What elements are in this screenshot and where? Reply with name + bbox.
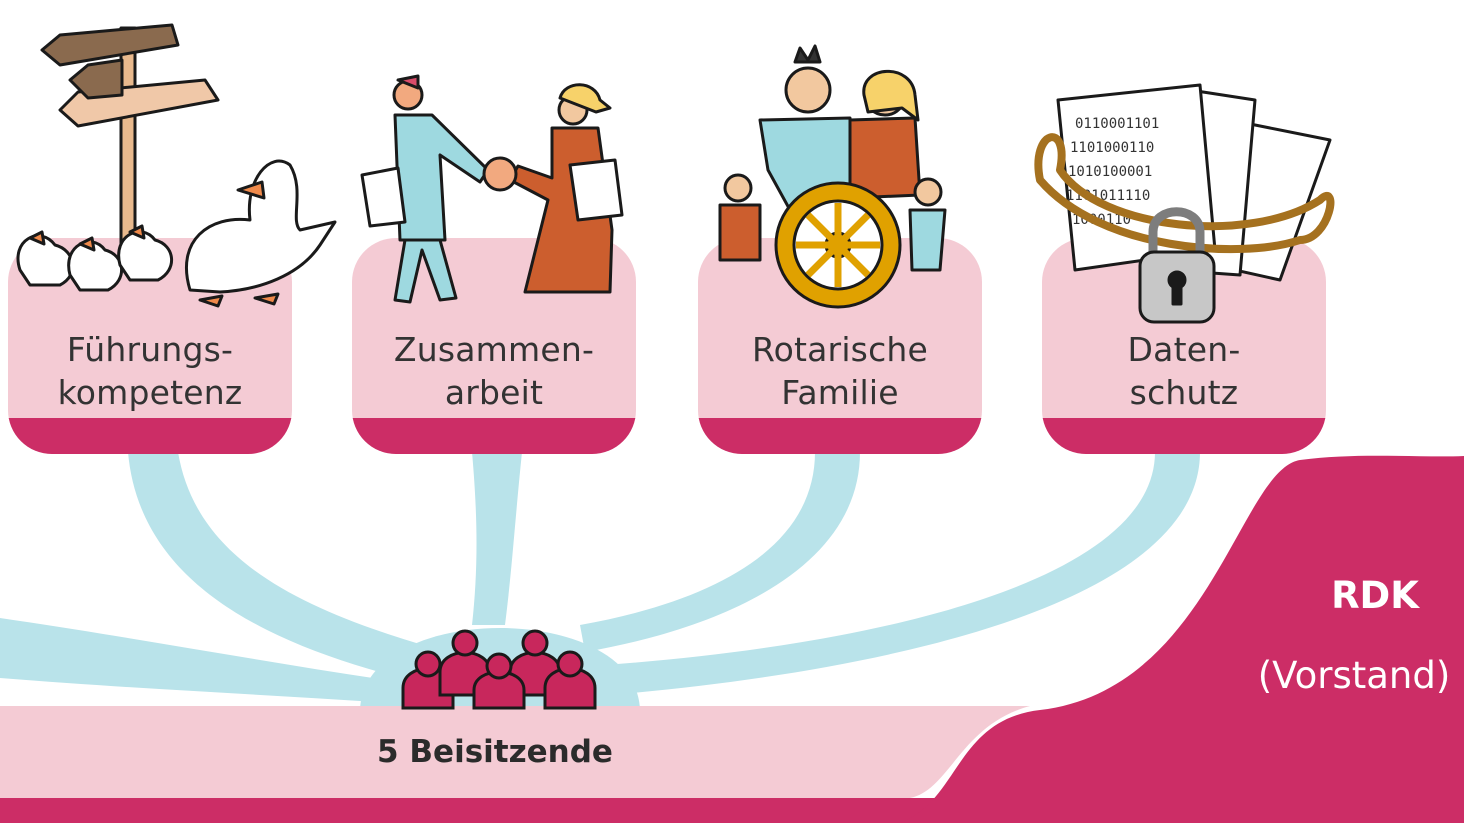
topic-card-band bbox=[352, 418, 636, 454]
topic-label: Führungs- kompetenz bbox=[57, 330, 243, 412]
members-bar bbox=[0, 706, 1030, 798]
svg-text:1010100001: 1010100001 bbox=[1068, 164, 1152, 180]
board-wave bbox=[900, 455, 1464, 823]
connector-lines bbox=[0, 452, 1200, 712]
topic-card-band bbox=[698, 418, 982, 454]
board-title: RDK bbox=[1331, 574, 1419, 617]
person-icon bbox=[543, 650, 597, 710]
members-icon bbox=[401, 629, 597, 710]
locked-data-icon: 0110001101 1101000110 1010100001 1101011… bbox=[1034, 83, 1335, 324]
person-icon bbox=[472, 652, 526, 710]
connector-left-edge bbox=[0, 618, 420, 705]
handshake-icon bbox=[360, 74, 624, 304]
topic-label: Daten- schutz bbox=[1127, 330, 1241, 412]
svg-text:1101000110: 1101000110 bbox=[1070, 140, 1154, 156]
family-rotary-wheel-icon bbox=[718, 44, 947, 309]
signpost-ducks-icon bbox=[16, 23, 337, 308]
topic-label: Zusammen- arbeit bbox=[393, 330, 595, 412]
connector-card-2 bbox=[472, 452, 522, 625]
connector-card-3 bbox=[580, 452, 860, 652]
board-subtitle: (Vorstand) bbox=[1257, 654, 1451, 697]
topic-label: Rotarische Familie bbox=[751, 330, 929, 412]
members-label: 5 Beisitzende bbox=[377, 734, 613, 770]
topic-card-band bbox=[1042, 418, 1326, 454]
connector-card-4 bbox=[605, 452, 1200, 695]
svg-text:0110001101: 0110001101 bbox=[1075, 116, 1159, 132]
connector-card-1 bbox=[128, 452, 440, 685]
topic-card-band bbox=[8, 418, 292, 454]
